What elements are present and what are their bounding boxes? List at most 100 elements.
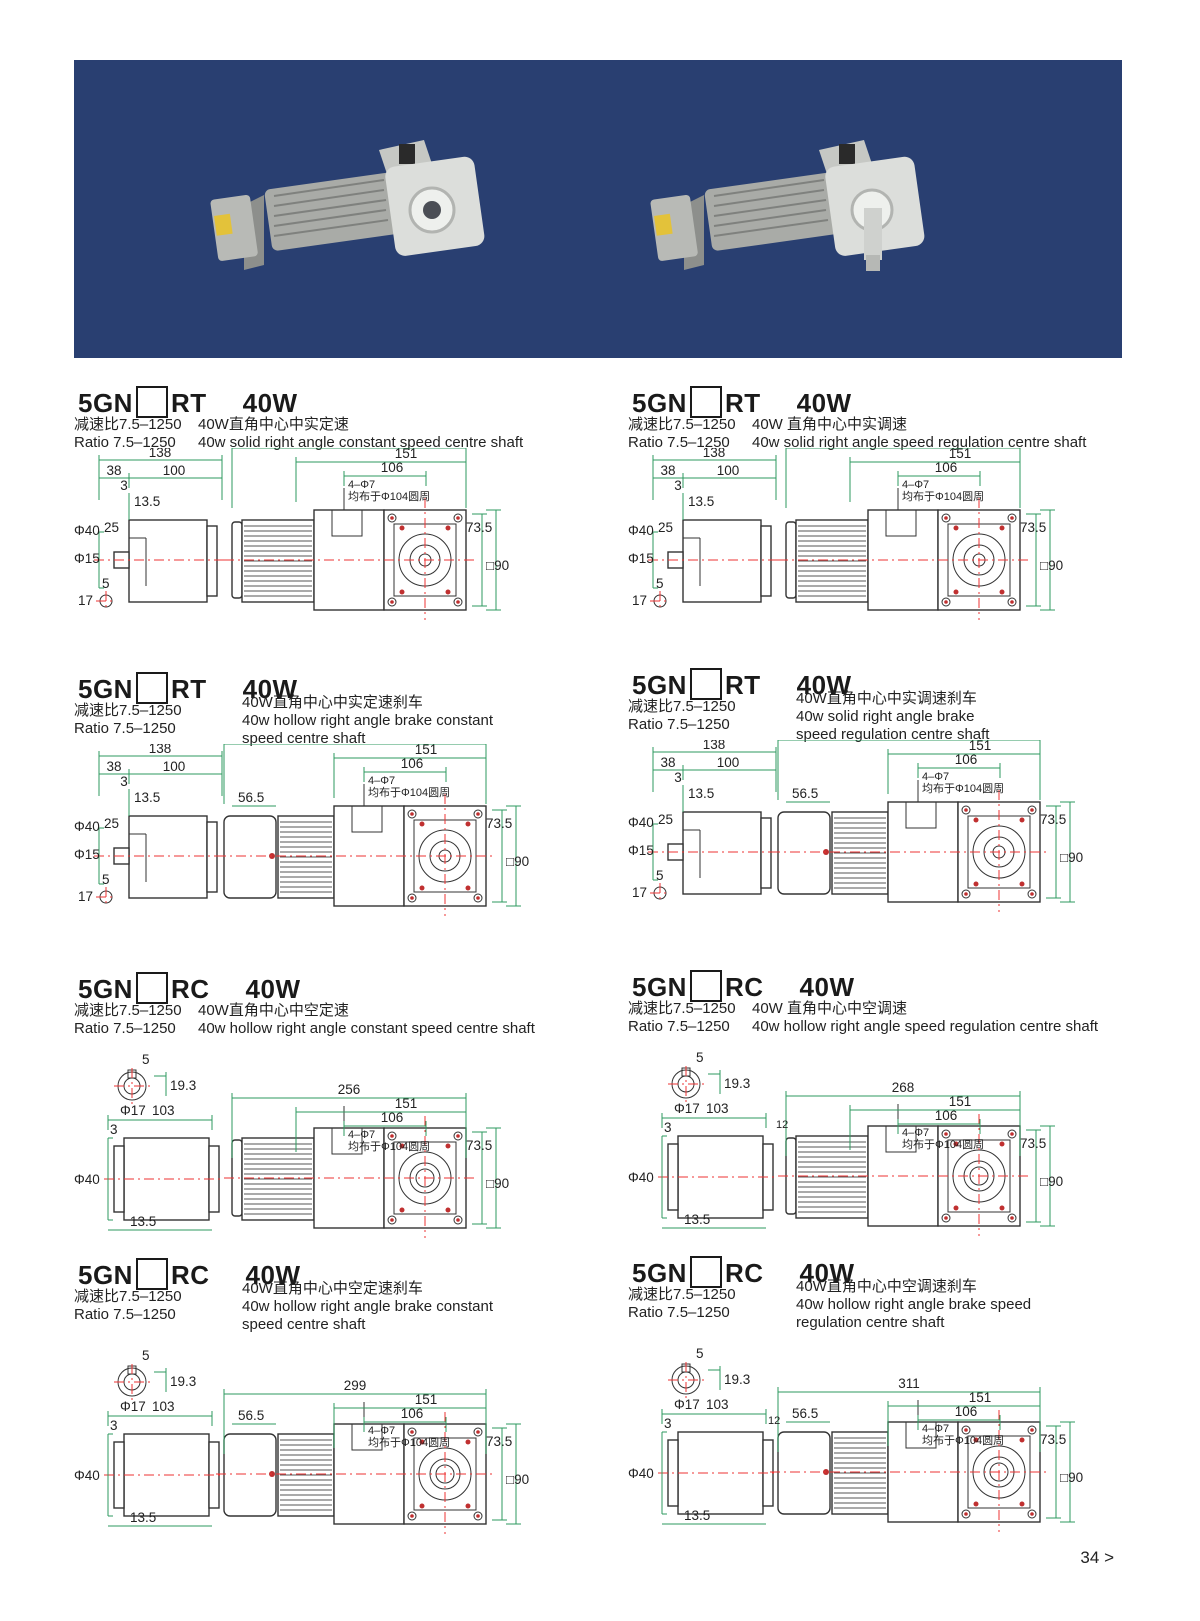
brake-housing xyxy=(777,1431,831,1515)
mounting-hole xyxy=(407,809,417,819)
dim-square-90: □90 xyxy=(1060,850,1083,865)
dim-106: 106 xyxy=(935,460,958,475)
dim-3: 3 xyxy=(674,478,682,493)
ratio-cn: 减速比7.5–1250 xyxy=(74,1002,182,1019)
dim-square-90: □90 xyxy=(1040,558,1063,573)
model-power: 40W xyxy=(799,1258,855,1288)
description-en: regulation centre shaft xyxy=(796,1314,945,1331)
model-code: 5GN xyxy=(632,972,687,1002)
mounting-hole xyxy=(1027,1509,1037,1519)
dim-151: 151 xyxy=(949,1094,972,1109)
dim-106: 106 xyxy=(381,460,404,475)
dim-138: 138 xyxy=(149,744,172,756)
dim-73-5: 73.5 xyxy=(466,520,492,535)
dim-5: 5 xyxy=(102,872,110,887)
description-cn: 40W直角中心中空定速 xyxy=(198,1002,349,1019)
dim-phi17: Φ17 xyxy=(674,1101,700,1116)
dim-overall-length: 311 xyxy=(898,1376,920,1391)
description-en: 40w solid right angle constant speed cen… xyxy=(198,434,524,451)
description-en: 40w solid right angle speed regulation c… xyxy=(752,434,1087,451)
ratio-cn: 减速比7.5–1250 xyxy=(74,1288,182,1305)
dim-13-5: 13.5 xyxy=(684,1508,710,1523)
dim-151: 151 xyxy=(969,740,992,753)
model-power: 40W xyxy=(242,674,298,704)
dim-holes: 4–Φ7 xyxy=(348,479,375,491)
model-placeholder-box xyxy=(689,668,722,700)
dim-151: 151 xyxy=(415,1392,438,1407)
model-type: RT xyxy=(170,388,207,418)
dim-151: 151 xyxy=(395,448,418,461)
mounting-hole xyxy=(1027,1425,1037,1435)
model-power: 40W xyxy=(245,974,301,1004)
description-en: 40w hollow right angle brake constant xyxy=(242,1298,493,1315)
ratio-en: Ratio 7.5–1250 xyxy=(628,434,730,451)
dim-pcd: 均布于Φ104圆周 xyxy=(348,490,430,503)
model-type: RC xyxy=(724,1258,764,1288)
model-code: 5GN xyxy=(632,388,687,418)
dim-151: 151 xyxy=(949,448,972,461)
dim-pcd: 均布于Φ104圆周 xyxy=(922,782,1004,795)
dim-3: 3 xyxy=(664,1120,672,1135)
brake-housing xyxy=(777,811,831,895)
model-code: 5GN xyxy=(78,974,133,1004)
dim-phi40: Φ40 xyxy=(74,1468,100,1483)
model-placeholder-box xyxy=(135,672,168,704)
model-power: 40W xyxy=(796,388,852,418)
dim-56-5: 56.5 xyxy=(238,790,264,805)
mounting-hole xyxy=(387,513,397,523)
mounting-hole xyxy=(1027,805,1037,815)
ratio-en: Ratio 7.5–1250 xyxy=(74,1020,176,1037)
dim-73-5: 73.5 xyxy=(1020,1136,1046,1151)
model-power: 40W xyxy=(245,1260,301,1290)
dim-3: 3 xyxy=(120,478,128,493)
dim-overall-length: 268 xyxy=(892,1080,915,1095)
dim-3: 3 xyxy=(664,1416,672,1431)
mounting-hole xyxy=(407,893,417,903)
dimension-drawing: 13838100313.5Φ4025Φ155172681511064–Φ7均布于… xyxy=(628,448,1063,620)
dim-12: 12 xyxy=(768,1415,780,1427)
dim-5: 5 xyxy=(656,868,664,883)
ratio-en: Ratio 7.5–1250 xyxy=(74,1306,176,1323)
dim-square-90: □90 xyxy=(1040,1174,1063,1189)
dim-5: 5 xyxy=(102,576,110,591)
dim-13-5: 13.5 xyxy=(134,494,160,509)
dim-3: 3 xyxy=(110,1418,118,1433)
brake-housing xyxy=(223,1433,277,1517)
page-number: 34 > xyxy=(1080,1548,1114,1567)
mounting-hole xyxy=(473,1427,483,1437)
dim-73-5: 73.5 xyxy=(1040,1432,1066,1447)
dim-square-90: □90 xyxy=(506,1472,529,1487)
description-cn: 40W直角中心中实定速刹车 xyxy=(242,694,423,711)
dim-100: 100 xyxy=(163,759,186,774)
description-en: 40w hollow right angle speed regulation … xyxy=(752,1018,1099,1035)
motor-photo-solid xyxy=(650,140,925,271)
dim-square-90: □90 xyxy=(486,558,509,573)
dim-phi40: Φ40 xyxy=(628,815,654,830)
ratio-cn: 减速比7.5–1250 xyxy=(74,702,182,719)
dim-25: 25 xyxy=(658,520,673,535)
dim-pcd: 均布于Φ104圆周 xyxy=(348,1140,430,1153)
dim-phi40: Φ40 xyxy=(628,1466,654,1481)
mounting-hole xyxy=(473,893,483,903)
model-power: 40W xyxy=(799,972,855,1002)
dim-square-90: □90 xyxy=(486,1176,509,1191)
dim-pcd: 均布于Φ104圆周 xyxy=(902,490,984,503)
dim-151: 151 xyxy=(395,1096,418,1111)
dim-holes: 4–Φ7 xyxy=(922,771,949,783)
model-placeholder-box xyxy=(689,970,722,1002)
motor-photo-hollow xyxy=(210,140,485,270)
model-code: 5GN xyxy=(632,1258,687,1288)
mounting-hole xyxy=(387,597,397,607)
mounting-hole xyxy=(453,597,463,607)
dim-phi17: Φ17 xyxy=(674,1397,700,1412)
